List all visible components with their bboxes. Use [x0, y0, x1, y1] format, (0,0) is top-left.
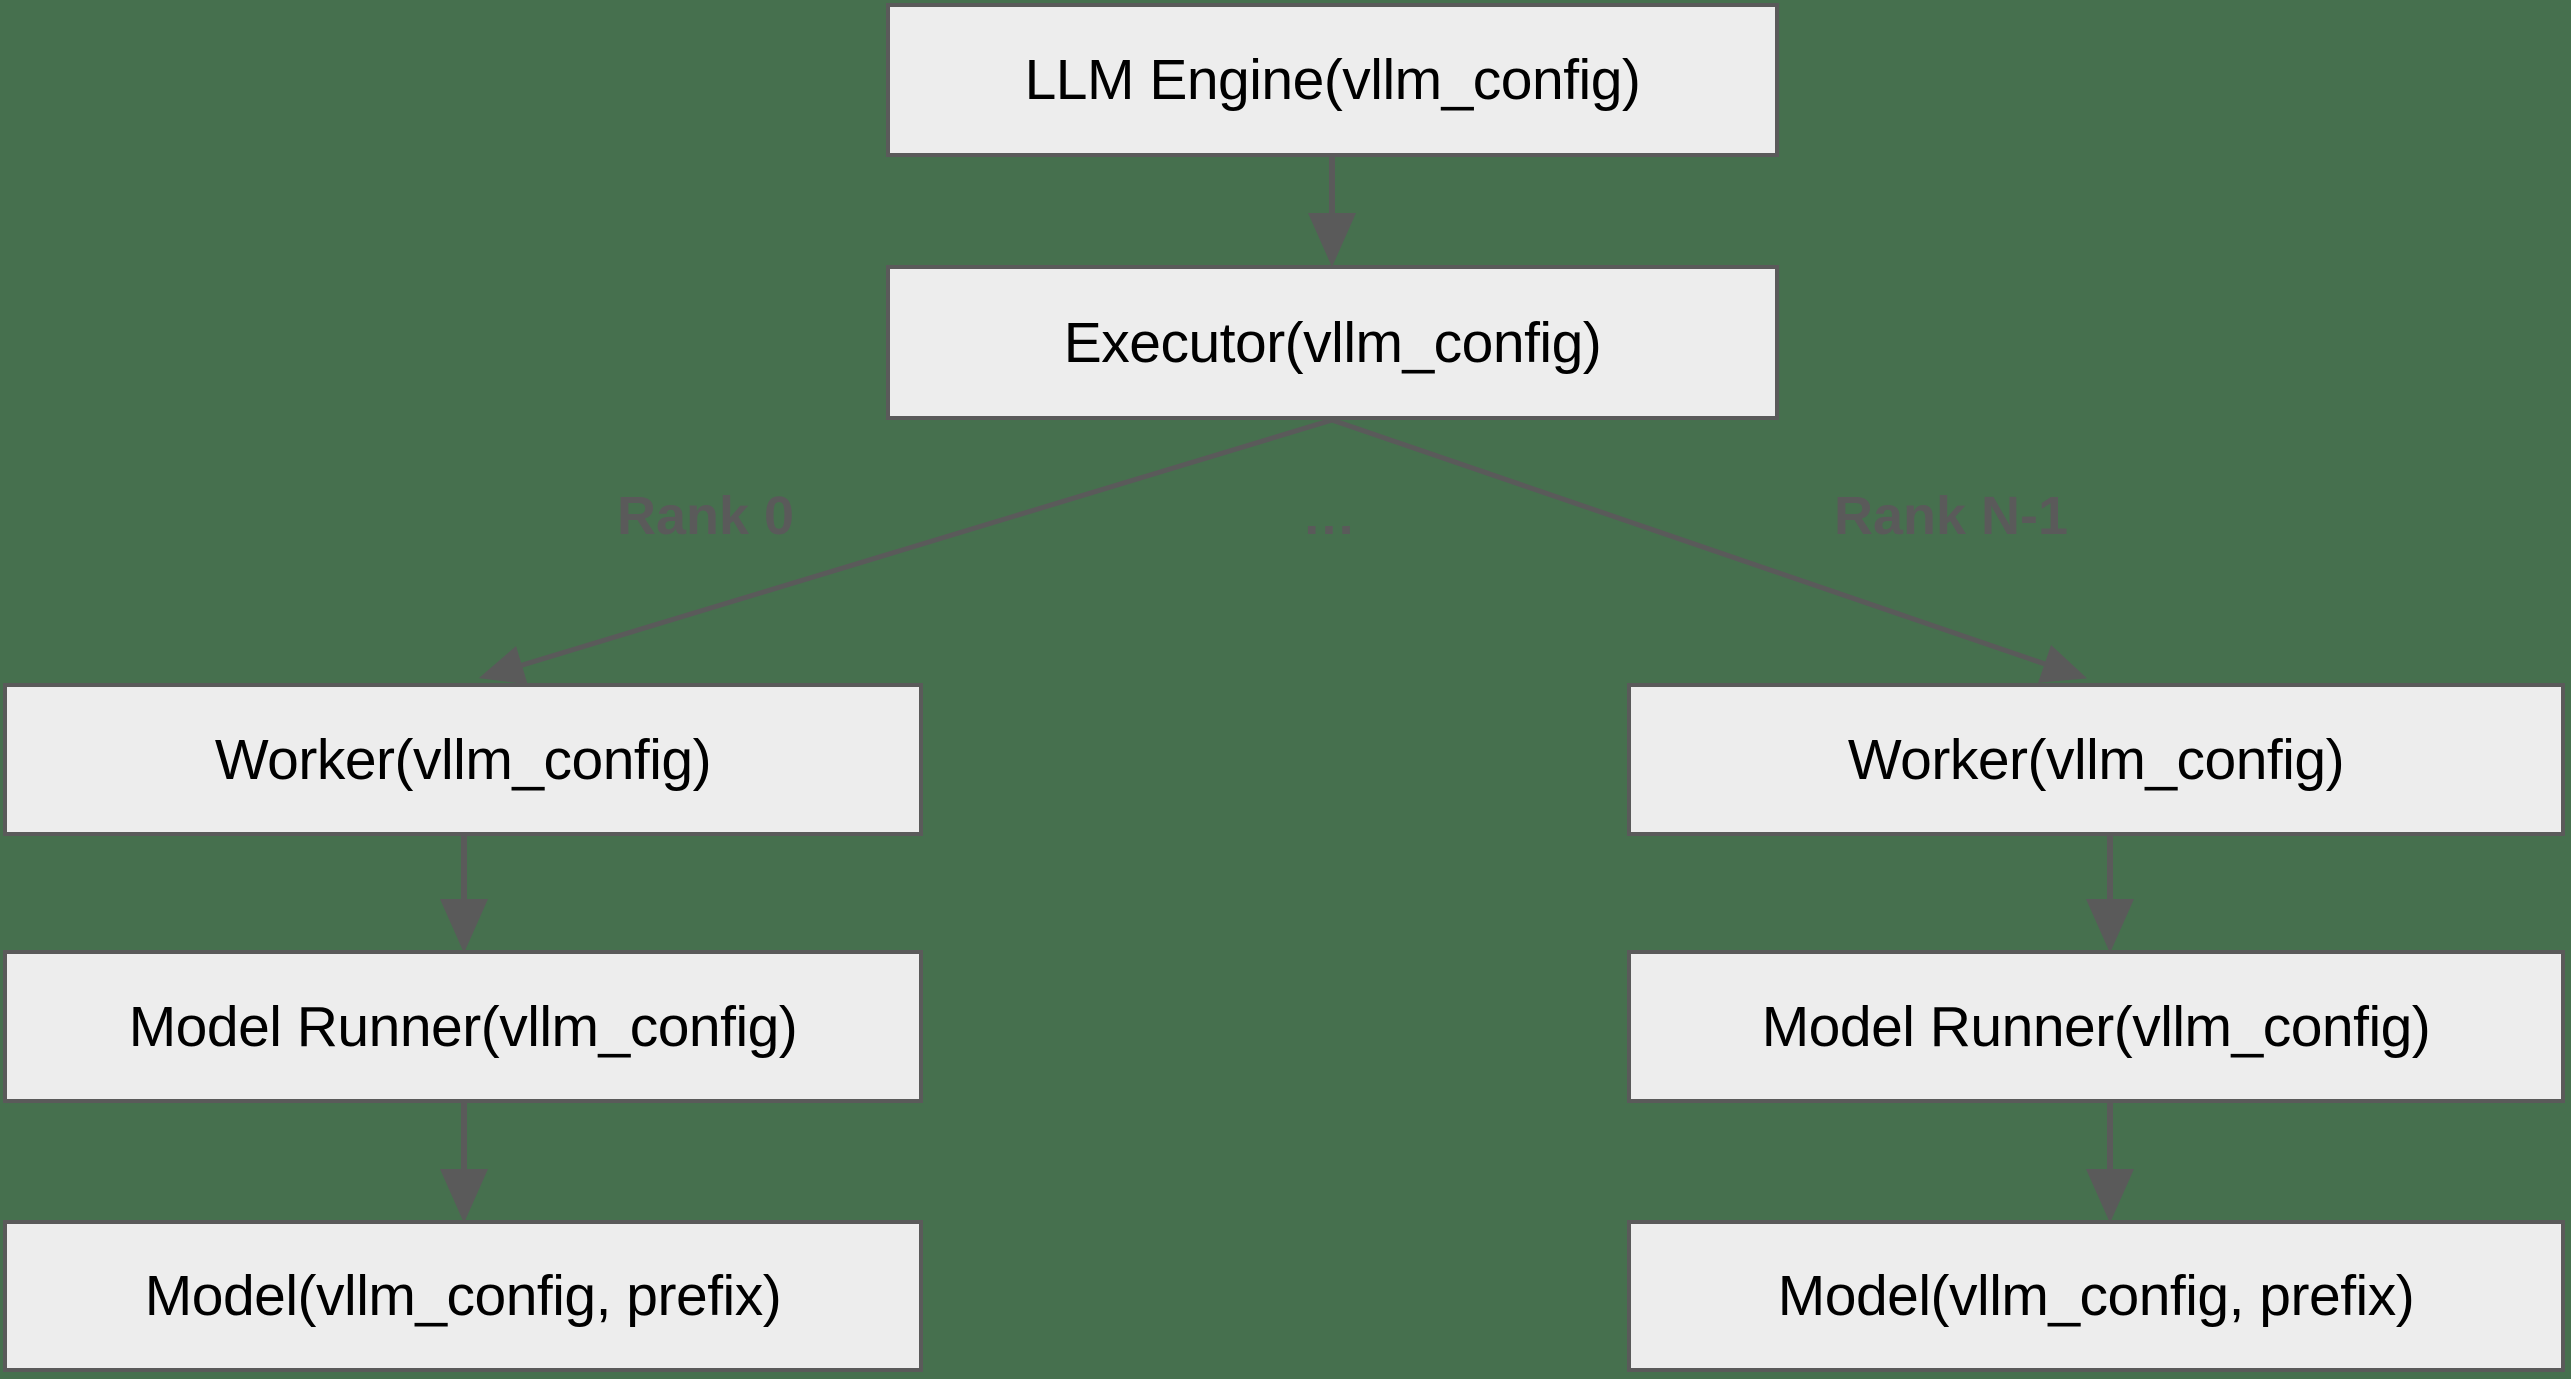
edge-executor-to-worker-right [1331, 417, 2088, 683]
node-llm-engine-label: LLM Engine(vllm_config) [1024, 48, 1641, 112]
node-worker-rank-0[interactable]: Worker(vllm_config) [3, 683, 923, 836]
edge-label-rank-first: Rank 0 [617, 485, 794, 547]
edge-label-rank-last: Rank N-1 [1834, 485, 2068, 547]
node-llm-engine[interactable]: LLM Engine(vllm_config) [886, 3, 1779, 157]
edge-label-rank-last-text: Rank N-1 [1834, 486, 2069, 546]
edge-label-rank-first-text: Rank 0 [617, 486, 795, 546]
node-executor[interactable]: Executor(vllm_config) [886, 265, 1779, 420]
edge-label-rank-middle: … [1302, 485, 1358, 547]
edge-label-rank-middle-text: … [1302, 486, 1358, 546]
node-model-rank-0[interactable]: Model(vllm_config, prefix) [3, 1220, 923, 1372]
node-model-runner-rank-n-1[interactable]: Model Runner(vllm_config) [1627, 950, 2565, 1103]
node-worker-rank-n-1[interactable]: Worker(vllm_config) [1627, 683, 2565, 836]
node-worker-rank-n-1-label: Worker(vllm_config) [1847, 727, 2345, 792]
node-model-runner-rank-0[interactable]: Model Runner(vllm_config) [3, 950, 923, 1103]
node-model-rank-0-label: Model(vllm_config, prefix) [144, 1264, 782, 1328]
node-model-runner-rank-0-label: Model Runner(vllm_config) [128, 994, 798, 1059]
node-model-rank-n-1-label: Model(vllm_config, prefix) [1777, 1264, 2415, 1328]
node-model-rank-n-1[interactable]: Model(vllm_config, prefix) [1627, 1220, 2565, 1372]
node-worker-rank-0-label: Worker(vllm_config) [214, 727, 712, 792]
node-model-runner-rank-n-1-label: Model Runner(vllm_config) [1761, 994, 2431, 1059]
edge-executor-to-worker-left [478, 417, 1333, 685]
node-executor-label: Executor(vllm_config) [1063, 310, 1602, 375]
